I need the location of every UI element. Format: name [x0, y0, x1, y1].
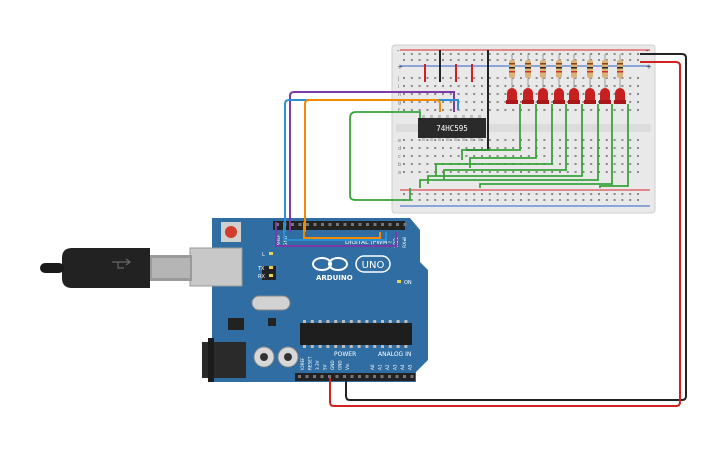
brand-label: ARDUINO: [316, 274, 353, 282]
aref-label: AREF: [276, 234, 282, 246]
row-label: a: [398, 170, 401, 176]
rx-pin-label: RX◂0: [402, 237, 408, 248]
analog-pin-label: A0: [370, 364, 375, 370]
rail-plus-label-right: +: [646, 63, 652, 71]
analog-pin-label: A3: [393, 364, 398, 370]
analog-pin-label: A5: [408, 364, 413, 370]
analog-label: ANALOG IN: [378, 351, 411, 358]
signal-wires: [275, 91, 459, 247]
power-pin-label: RESET: [308, 356, 313, 370]
resistor: [525, 54, 531, 90]
on-label: ON: [404, 280, 412, 286]
row-label: f: [398, 108, 400, 114]
green-wires: [349, 104, 629, 201]
resistor: [509, 54, 515, 90]
led: [553, 88, 565, 104]
analog-pin-label: A4: [400, 364, 405, 370]
arduino-uno[interactable]: ARDUINO UNO DIGITAL (PWM~) POWER ANALOG …: [189, 218, 428, 382]
resistor: [540, 54, 546, 90]
power-label: POWER: [334, 351, 356, 358]
led: [537, 88, 549, 104]
chip-label: 74HC595: [436, 124, 468, 133]
usb-cable-icon: [40, 248, 192, 288]
resistor: [571, 54, 577, 90]
rail-minus-label-right: -: [646, 47, 649, 55]
power-wires: [329, 53, 687, 407]
rx-label: RX: [258, 274, 265, 280]
row-label: i: [398, 84, 399, 90]
resistor: [587, 54, 593, 90]
power-pin-label: Vin: [345, 363, 350, 370]
power-pin-label: GND: [338, 360, 343, 370]
led: [614, 88, 626, 104]
row-label: h: [398, 92, 401, 98]
led: [584, 88, 596, 104]
arduino-logo: ARDUINO UNO: [312, 255, 391, 282]
reset-button-icon[interactable]: [221, 222, 241, 242]
led: [599, 88, 611, 104]
power-pin-label: 5V: [323, 364, 328, 370]
resistor: [602, 54, 608, 90]
tx-label: TX: [257, 266, 265, 272]
digital-label: DIGITAL (PWM~): [345, 239, 395, 246]
led: [568, 88, 580, 104]
row-label: c: [398, 154, 401, 160]
row-label: g: [398, 100, 401, 106]
shift-register-chip[interactable]: 74HC595: [418, 115, 486, 141]
resistor: [617, 54, 623, 90]
row-label: b: [398, 162, 401, 168]
resistor: [556, 54, 562, 90]
rail-plus-label: +: [397, 63, 403, 71]
power-pin-label: IOREF: [300, 357, 305, 370]
row-label: j: [397, 76, 399, 82]
led: [506, 88, 518, 104]
power-pin-label: 3.3V: [315, 360, 320, 370]
leds: [506, 88, 626, 104]
row-label: e: [398, 138, 401, 144]
power-pin-label: GND: [330, 360, 335, 370]
led: [522, 88, 534, 104]
led-l-label: L: [262, 252, 265, 258]
power-jack-icon: [202, 338, 246, 382]
row-label: d: [398, 146, 401, 152]
resistors: [509, 54, 623, 90]
model-label: UNO: [362, 260, 385, 271]
analog-pin-label: A2: [385, 364, 390, 370]
analog-pin-label: A1: [378, 364, 383, 370]
rail-minus-label: -: [397, 47, 400, 55]
